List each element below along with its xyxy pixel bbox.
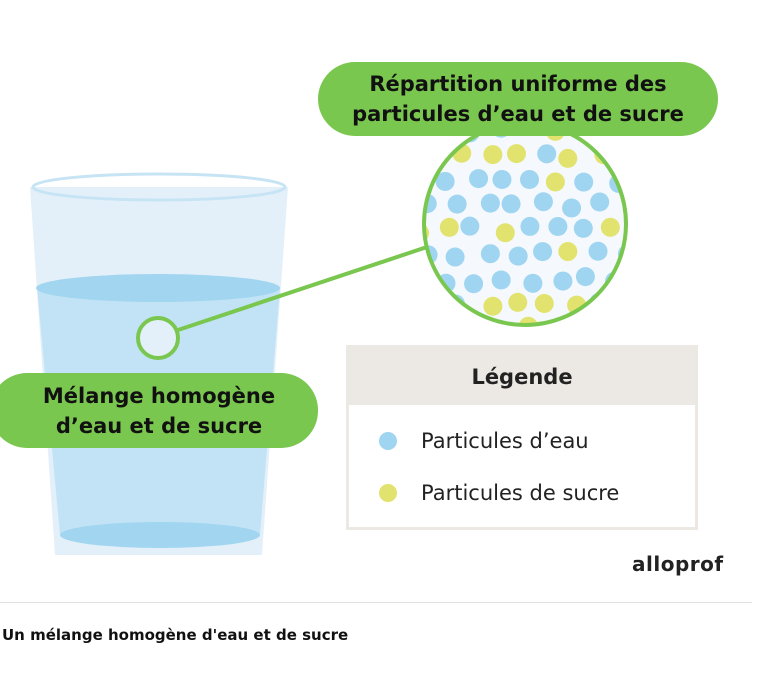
water-particle <box>520 170 540 190</box>
water-particle <box>447 194 467 214</box>
water-particle <box>629 322 648 341</box>
water-particle <box>405 274 424 293</box>
homogeneous-mixture-label: Mélange homogène d’eau et de sucre <box>0 373 318 448</box>
water-particle <box>491 270 511 290</box>
sugar-particle <box>518 316 538 325</box>
sample-point <box>136 316 180 360</box>
water-particle <box>460 317 480 325</box>
water-particle <box>590 192 610 212</box>
sugar-particle <box>508 292 528 312</box>
water-bottom <box>60 522 260 548</box>
water-particle <box>460 216 480 236</box>
water-particle <box>537 144 557 164</box>
label-line: Répartition uniforme des <box>369 72 667 96</box>
label-line: Mélange homogène <box>42 383 276 408</box>
sugar-particle <box>439 217 459 237</box>
water-particle <box>643 197 662 216</box>
water-particle <box>424 298 441 318</box>
sugar-particle <box>648 143 667 162</box>
sugar-particle <box>600 217 620 237</box>
water-particle <box>574 172 594 192</box>
label-line: particules d’eau et de sucre <box>352 102 684 126</box>
sugar-particle <box>424 167 428 187</box>
water-particle <box>573 218 593 238</box>
sugar-particle-icon <box>379 484 397 502</box>
water-particle <box>464 274 484 294</box>
glass-rim <box>31 172 287 202</box>
water-particle <box>492 170 512 190</box>
water-particle <box>533 192 553 212</box>
water-particle <box>480 193 500 213</box>
water-particle <box>550 320 570 325</box>
legend-label: Particules d’eau <box>421 429 589 453</box>
uniform-distribution-label: Répartition uniforme des particules d’ea… <box>318 62 718 136</box>
sugar-particle <box>601 319 621 325</box>
legend-title: Légende <box>349 348 695 405</box>
water-particle <box>615 297 626 317</box>
water-particle <box>424 144 439 164</box>
alloprof-logo: alloprof <box>632 552 724 576</box>
water-particle <box>523 273 543 293</box>
water-particle <box>562 198 582 218</box>
sugar-particle <box>483 296 503 316</box>
water-particle <box>520 216 540 236</box>
water-particle <box>508 246 528 266</box>
water-particle <box>575 267 595 287</box>
water-particle <box>480 244 500 264</box>
water-particle <box>424 317 431 325</box>
water-particle <box>580 317 600 325</box>
sugar-particle <box>534 294 554 314</box>
divider <box>0 602 752 603</box>
sugar-particle <box>558 148 578 168</box>
sugar-particle <box>545 172 565 192</box>
water-particle <box>548 217 568 237</box>
water-particle <box>445 247 465 267</box>
water-particle <box>635 172 654 191</box>
water-particle <box>469 169 489 189</box>
legend-label: Particules de sucre <box>421 481 620 505</box>
water-particle <box>651 296 670 315</box>
water-particle <box>533 242 553 262</box>
water-particle <box>651 246 670 265</box>
label-line: d’eau et de sucre <box>55 413 263 438</box>
glass <box>30 172 288 555</box>
water-particle <box>553 271 573 291</box>
water-particle <box>589 292 609 312</box>
water-particle <box>635 273 654 292</box>
sugar-particle <box>495 223 515 243</box>
water-particle <box>619 144 626 164</box>
sugar-particle <box>558 242 578 262</box>
caption: Un mélange homogène d'eau et de sucre <box>2 626 349 644</box>
legend-item-sugar: Particules de sucre <box>349 467 695 519</box>
sugar-particle <box>483 145 503 165</box>
water-particle-icon <box>379 432 397 450</box>
legend: Légende Particules d’eau Particules de s… <box>346 345 698 530</box>
legend-item-water: Particules d’eau <box>349 415 695 467</box>
water-surface <box>36 274 280 302</box>
connector-line <box>177 244 431 332</box>
water-particle <box>435 323 455 325</box>
sugar-particle <box>506 144 526 164</box>
water-particle <box>588 241 608 261</box>
water-particle <box>435 171 455 191</box>
water-particle <box>501 194 521 214</box>
water-particle <box>634 217 653 236</box>
